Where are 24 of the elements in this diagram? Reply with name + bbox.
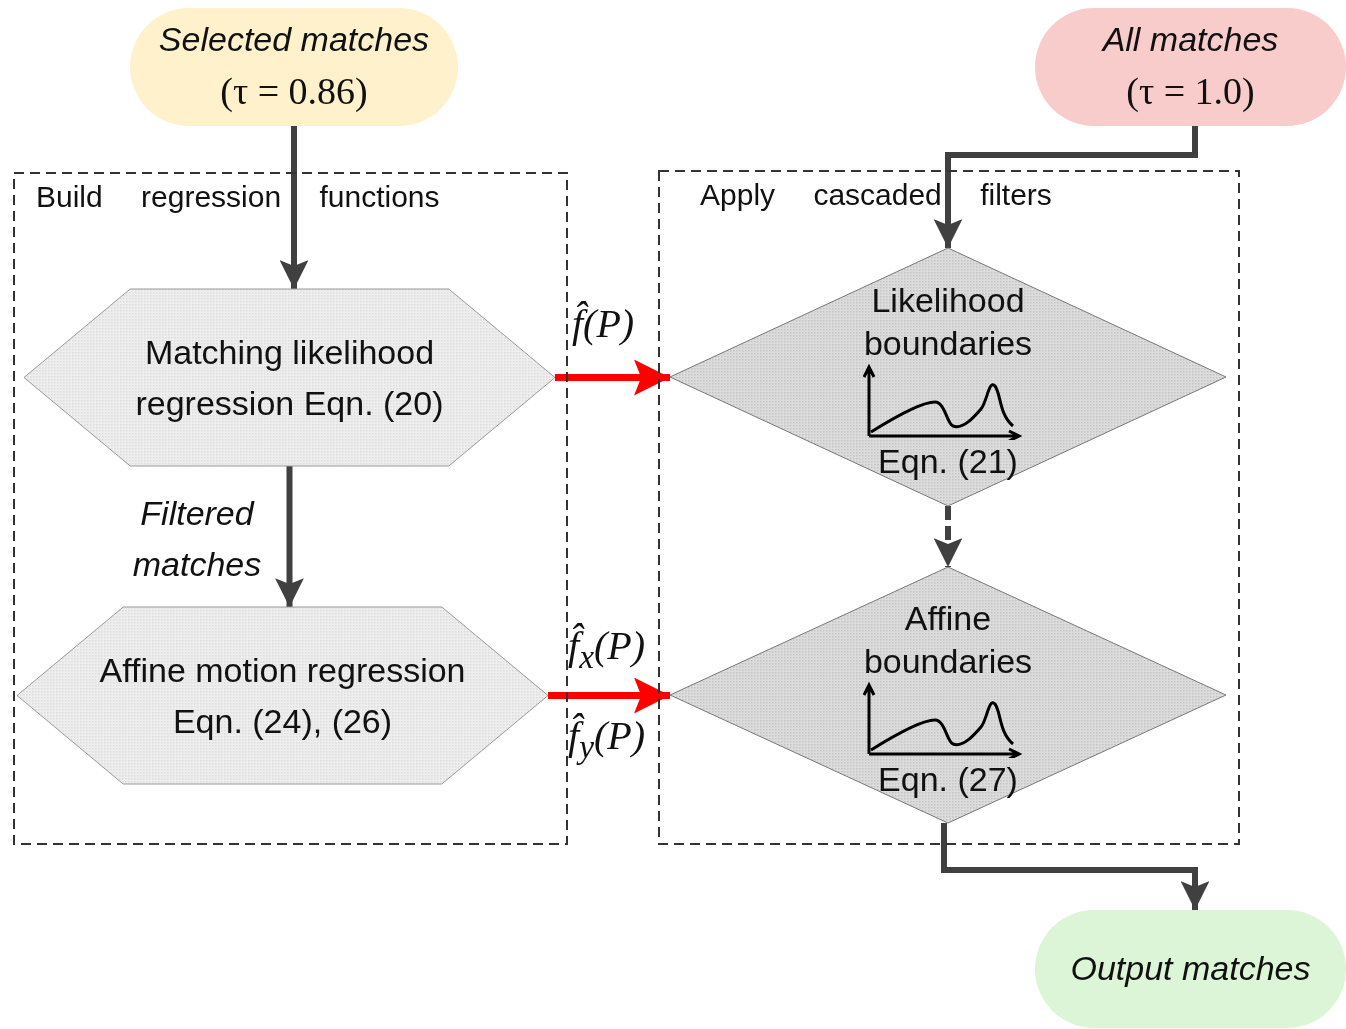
edge-label: Filtered matches: [131, 493, 263, 585]
decision-label: Eqn. (27): [878, 759, 1018, 801]
group-heading: Build regression functions: [36, 180, 440, 214]
decision-label: Eqn. (21): [878, 441, 1018, 483]
decision-label: Affine boundaries: [862, 598, 1034, 682]
arrow: [548, 677, 670, 714]
group-heading: Apply cascaded filters: [700, 178, 1052, 212]
decision-label: Likelihood boundaries: [862, 280, 1034, 364]
arrow: [933, 506, 963, 567]
function-label: f̂$_{x}$(P): [568, 622, 646, 676]
parameter-label: (τ = 0.86): [220, 69, 368, 115]
parameter-label: (τ = 1.0): [1126, 69, 1255, 115]
function-label: f̂(P): [572, 300, 636, 347]
process-label: Affine motion regression Eqn. (24), (26): [98, 650, 467, 742]
arrow: [555, 359, 670, 396]
arrow: [279, 126, 309, 289]
terminal-label: Selected matches: [158, 18, 430, 60]
terminal-label: Output matches: [1070, 948, 1311, 990]
arrow: [941, 823, 1210, 910]
arrow: [933, 126, 1198, 248]
function-label: f̂$_{y}$(P): [568, 712, 645, 766]
arrow: [275, 466, 304, 607]
terminal-label: All matches: [1102, 18, 1279, 60]
process-label: Matching likelihood regression Eqn. (20): [134, 332, 445, 424]
